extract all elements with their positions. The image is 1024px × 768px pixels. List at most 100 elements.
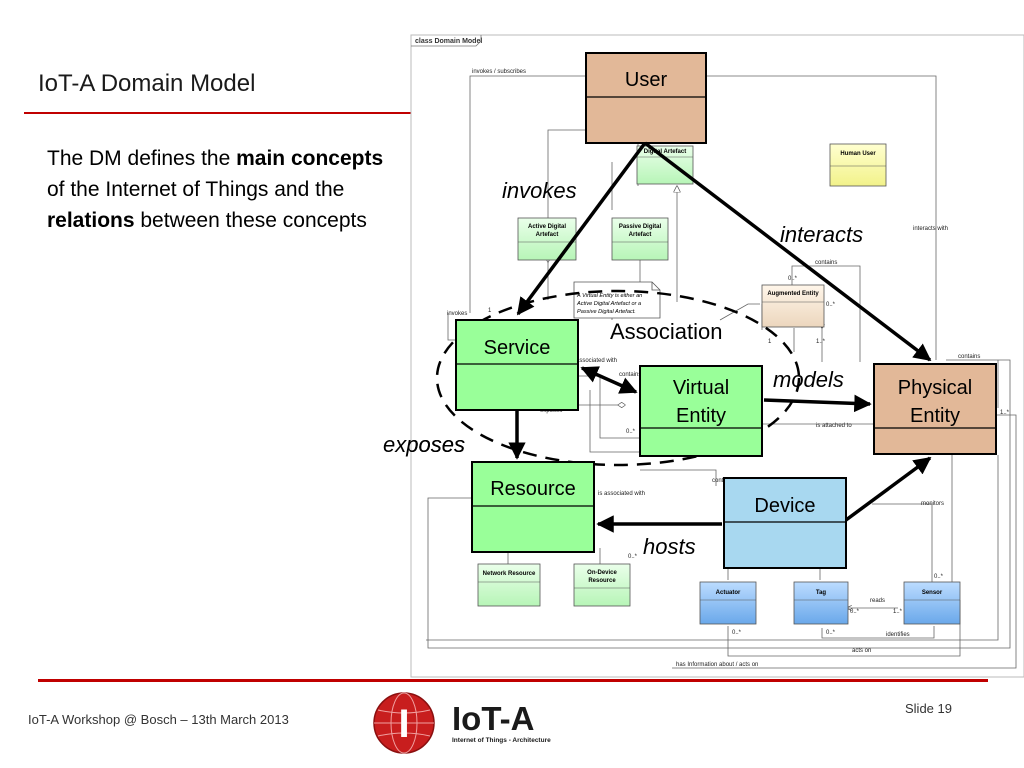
- logo-name: IoT-A: [452, 700, 534, 737]
- svg-text:invokes / subscribes: invokes / subscribes: [472, 69, 526, 75]
- user-interacts-physical-entity-arrow: [643, 141, 932, 362]
- svg-text:1: 1: [768, 339, 772, 345]
- svg-text:Augmented Entity: Augmented Entity: [767, 291, 819, 297]
- models-label: models: [773, 367, 844, 392]
- svg-text:associated with: associated with: [576, 358, 617, 364]
- class-network-resource: Network Resource: [477, 563, 541, 607]
- class-active-digital-artefact: Active Digital Artefact: [517, 217, 577, 261]
- slide-title: IoT-A Domain Model: [38, 70, 256, 97]
- class-tag: Tag: [793, 581, 849, 625]
- exposes-label-overflow: exposes: [383, 432, 465, 457]
- svg-text:Resource: Resource: [588, 578, 616, 584]
- svg-text:A Virtual Entity is either an: A Virtual Entity is either an: [576, 293, 642, 299]
- svg-text:Actuator: Actuator: [716, 590, 741, 596]
- invokes-label: invokes: [502, 178, 577, 203]
- virtual-entity-note: A Virtual Entity is either an Active Dig…: [573, 281, 661, 319]
- svg-text:contains: contains: [619, 372, 641, 378]
- hosts-label: hosts: [643, 534, 696, 559]
- svg-text:contains: contains: [815, 260, 837, 266]
- svg-text:Active Digital Artefact or a: Active Digital Artefact or a: [576, 301, 641, 307]
- svg-text:identifies: identifies: [886, 632, 910, 638]
- frame-label-tab: [411, 35, 482, 47]
- class-actuator: Actuator: [699, 581, 757, 625]
- relation-labels: invokes interacts Association models exp…: [410, 178, 863, 559]
- digital-artefact-label: Digital Artefact: [644, 149, 686, 155]
- svg-text:is attached to: is attached to: [816, 423, 852, 429]
- invokes-subscribes-line: [469, 75, 586, 313]
- body-text-part-3: between these concepts: [134, 209, 367, 232]
- title-divider: [24, 112, 412, 114]
- service-label: Service: [484, 337, 551, 359]
- logo-letter: I: [398, 702, 409, 746]
- class-virtual-entity: Virtual Entity: [639, 365, 763, 457]
- svg-text:0..*: 0..*: [788, 276, 798, 282]
- interacts-label: interacts: [780, 222, 863, 247]
- frame-label: class Domain Model: [415, 38, 482, 45]
- svg-text:invokes: invokes: [447, 311, 467, 317]
- virtual-entity-models-physical-entity-arrow: [763, 394, 872, 413]
- logo-tagline: Internet of Things - Architecture: [452, 737, 551, 744]
- svg-text:Passive Digital: Passive Digital: [619, 224, 662, 230]
- exposes-label: exposes: [410, 432, 465, 457]
- svg-text:0..*: 0..*: [628, 554, 638, 560]
- class-device: Device: [723, 477, 847, 569]
- class-service: Service: [455, 319, 579, 411]
- class-passive-digital-artefact: Passive Digital Artefact: [611, 217, 669, 261]
- svg-text:monitors: monitors: [921, 501, 944, 507]
- body-text-part-2: of the Internet of Things and the: [47, 178, 345, 201]
- slide-number: Slide 19: [905, 701, 952, 716]
- association-ellipse: [435, 289, 801, 467]
- svg-text:0..*: 0..*: [826, 630, 836, 636]
- user-invokes-service-arrow: [516, 141, 647, 316]
- svg-text:Entity: Entity: [676, 405, 726, 427]
- svg-text:Sensor: Sensor: [922, 590, 943, 596]
- class-sensor: Sensor: [903, 581, 961, 625]
- class-digital-artefact: Digital Artefact: [636, 145, 694, 185]
- class-human-user: Human User: [829, 143, 887, 187]
- resource-label: Resource: [490, 478, 576, 500]
- human-user-label: Human User: [840, 151, 876, 157]
- svg-text:1: 1: [488, 308, 492, 314]
- class-physical-entity: Physical Entity: [873, 363, 997, 455]
- svg-text:Physical: Physical: [898, 377, 972, 399]
- svg-text:1..*: 1..*: [893, 609, 903, 615]
- interacts-with-line: [706, 75, 937, 360]
- svg-text:On-Device: On-Device: [587, 570, 617, 576]
- class-augmented-entity: Augmented Entity: [761, 284, 825, 328]
- svg-text:has Information about / acts o: has Information about / acts on: [676, 662, 758, 668]
- footer-text: IoT-A Workshop @ Bosch – 13th March 2013: [28, 712, 289, 727]
- svg-text:Network Resource: Network Resource: [483, 571, 536, 577]
- svg-text:0..*: 0..*: [732, 630, 742, 636]
- svg-text:0..*: 0..*: [626, 429, 636, 435]
- class-on-device-resource: On-Device Resource: [573, 563, 631, 607]
- svg-text:contains: contains: [958, 354, 980, 360]
- svg-text:Entity: Entity: [910, 405, 960, 427]
- svg-text:Active Digital: Active Digital: [528, 224, 566, 230]
- svg-text:is associated with: is associated with: [598, 491, 645, 497]
- svg-text:1..*: 1..*: [1000, 410, 1010, 416]
- footer-divider: [38, 679, 988, 682]
- domain-model-diagram: class Domain Model: [410, 34, 1024, 678]
- svg-text:interacts with: interacts with: [913, 226, 948, 232]
- svg-text:Tag: Tag: [816, 590, 827, 596]
- svg-text:1..*: 1..*: [816, 339, 826, 345]
- exposes-label-overflow-text: exposes: [383, 432, 465, 457]
- main-relations: [508, 141, 932, 533]
- svg-text:Artefact: Artefact: [536, 232, 559, 238]
- body-text: The DM defines the main concepts of the …: [47, 143, 392, 236]
- user-label: User: [625, 69, 668, 91]
- svg-text:Artefact: Artefact: [629, 232, 652, 238]
- device-label: Device: [754, 495, 815, 517]
- svg-text:0..*: 0..*: [826, 302, 836, 308]
- body-text-bold-relations: relations: [47, 209, 135, 232]
- service-virtual-entity-association-arrow: [580, 366, 638, 394]
- association-label: Association: [610, 319, 723, 344]
- uml-connectors: [426, 75, 1017, 669]
- body-text-bold-main-concepts: main concepts: [236, 147, 384, 170]
- device-physical-entity-arrow: [844, 456, 932, 522]
- svg-text:0..*: 0..*: [934, 574, 944, 580]
- svg-text:0..*: 0..*: [850, 609, 860, 615]
- svg-text:Passive Digital Artefact.: Passive Digital Artefact.: [577, 309, 636, 315]
- class-user: User: [585, 52, 707, 144]
- iot-a-logo: I IoT-A Internet of Things - Architectur…: [373, 692, 551, 754]
